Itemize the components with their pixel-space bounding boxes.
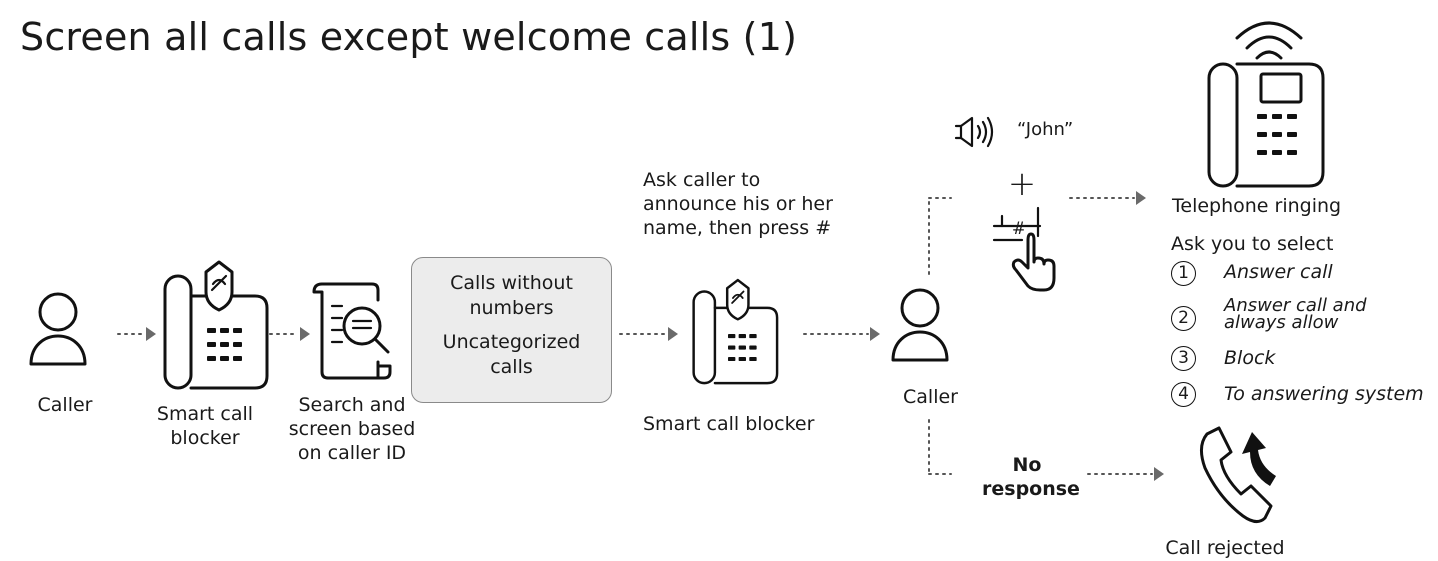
flow-arrow	[1069, 191, 1146, 205]
flow-arrow	[619, 327, 678, 341]
flow-arrow	[117, 327, 156, 341]
hang-up-arrow-icon	[1242, 432, 1276, 486]
option-text: To answering system	[1224, 383, 1424, 405]
keypad-press-icon	[992, 206, 1056, 292]
page-title: Screen all calls except welcome calls (1…	[20, 15, 798, 59]
flow-arrow	[1087, 467, 1164, 481]
branch-connector-up	[928, 197, 952, 275]
handset-icon	[1200, 426, 1273, 523]
no-response-label: No response	[982, 454, 1080, 500]
smart-call-blocker-phone-icon	[163, 260, 269, 390]
caller-left-label: Caller	[37, 394, 93, 416]
smart-call-blocker-phone-icon	[692, 278, 779, 385]
caller-right-label: Caller	[903, 386, 958, 408]
hash-key: #	[1011, 219, 1027, 239]
option-number: 4	[1171, 382, 1196, 407]
call-rejected-label: Call rejected	[1165, 537, 1285, 559]
call-categories-box: Calls without numbers Uncategorized call…	[411, 257, 612, 403]
spoken-name: “John”	[1017, 119, 1074, 140]
announce-prompt: Ask caller to announce his or her name, …	[643, 169, 833, 239]
caller-icon	[891, 288, 949, 362]
smart-call-blocker-2-label: Smart call blocker	[643, 413, 815, 435]
speaker-icon	[954, 116, 994, 148]
telephone-ringing-icon	[1207, 21, 1325, 188]
option-number: 3	[1171, 346, 1196, 371]
branch-connector-down	[928, 419, 952, 475]
smart-call-blocker-label: Smart call blocker	[156, 403, 254, 449]
option-text: Block	[1224, 347, 1276, 369]
option-number: 2	[1171, 306, 1196, 331]
flow-arrow	[803, 327, 880, 341]
option-text: Answer call	[1224, 261, 1333, 283]
search-screen-label: Search and screen based on caller ID	[288, 394, 416, 464]
select-prompt: Ask you to select	[1171, 233, 1334, 255]
option-number: 1	[1171, 261, 1196, 286]
option-text: Answer call and always allow	[1224, 295, 1367, 333]
plus-sign: +	[1007, 164, 1037, 204]
caller-icon	[29, 292, 87, 366]
telephone-ringing-label: Telephone ringing	[1172, 195, 1342, 217]
flow-arrow	[269, 327, 310, 341]
document-search-icon	[312, 282, 392, 380]
